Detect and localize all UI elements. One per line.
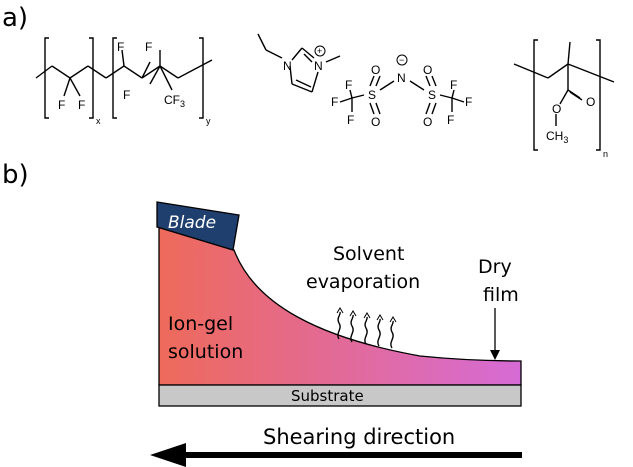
evaporation-wisps — [336, 307, 397, 349]
subscript-x: x — [96, 116, 101, 126]
positive-charge-icon: + — [317, 46, 322, 56]
atom-s: S — [368, 88, 376, 102]
subscript-n: n — [603, 149, 608, 159]
dry-film-arrowhead-icon — [490, 350, 500, 360]
panel-b-label: b) — [2, 160, 29, 190]
atom-f: F — [347, 113, 354, 127]
bracket-y-right — [199, 37, 204, 119]
atom-f: F — [58, 98, 65, 112]
atom-s: S — [428, 88, 436, 102]
pmma-structure: O O CH3 n — [513, 39, 615, 159]
atom-f: F — [447, 113, 454, 127]
atom-o: O — [371, 63, 380, 77]
blade-label: Blade — [168, 213, 216, 233]
atom-f: F — [145, 40, 152, 54]
solution-label-line1: Ion-gel — [168, 313, 233, 335]
dry-film-label-line1: Dry — [478, 256, 512, 278]
atom-o: O — [552, 102, 561, 116]
evaporation-label-line2: evaporation — [306, 271, 420, 293]
bracket-n-right — [596, 39, 601, 151]
bracket-x-right — [89, 37, 94, 119]
solution-label-line2: solution — [168, 341, 243, 363]
group-cf3: CF3 — [164, 93, 185, 109]
bracket-y-left — [112, 37, 117, 119]
evaporation-label-line1: Solvent — [333, 243, 404, 265]
substrate — [158, 384, 522, 407]
atom-f: F — [345, 78, 352, 92]
blade — [156, 201, 240, 251]
atom-n: N — [397, 71, 406, 85]
substrate-label: Substrate — [291, 387, 364, 405]
dry-film-label-line2: film — [483, 284, 519, 306]
bracket-x-left — [44, 37, 49, 119]
atom-f: F — [465, 95, 472, 109]
atom-n-plus: N — [314, 59, 323, 73]
atom-o: O — [423, 63, 432, 77]
atom-f: F — [331, 95, 338, 109]
emim-cation-structure: N N + — [257, 33, 341, 93]
panel-a-label: a) — [2, 3, 28, 33]
ion-gel-solution-body — [158, 226, 522, 386]
atom-o: O — [586, 95, 595, 109]
atom-f: F — [78, 98, 85, 112]
shearing-arrowhead-icon — [150, 443, 186, 467]
atom-o: O — [423, 115, 432, 129]
negative-charge-icon: − — [399, 55, 404, 65]
subscript-y: y — [206, 116, 211, 126]
shearing-direction-label: Shearing direction — [263, 425, 455, 449]
atom-n: N — [283, 59, 292, 73]
atom-o: O — [371, 115, 380, 129]
atom-f: F — [123, 88, 130, 102]
bracket-n-left — [533, 39, 538, 151]
group-ch3: CH3 — [546, 129, 568, 145]
pvdf-hfp-structure: F F x F F F CF3 y — [35, 37, 213, 126]
tfsi-anion-structure: − N S S O O O O F F F F F F — [331, 54, 472, 129]
atom-f: F — [117, 40, 124, 54]
atom-f: F — [450, 78, 457, 92]
